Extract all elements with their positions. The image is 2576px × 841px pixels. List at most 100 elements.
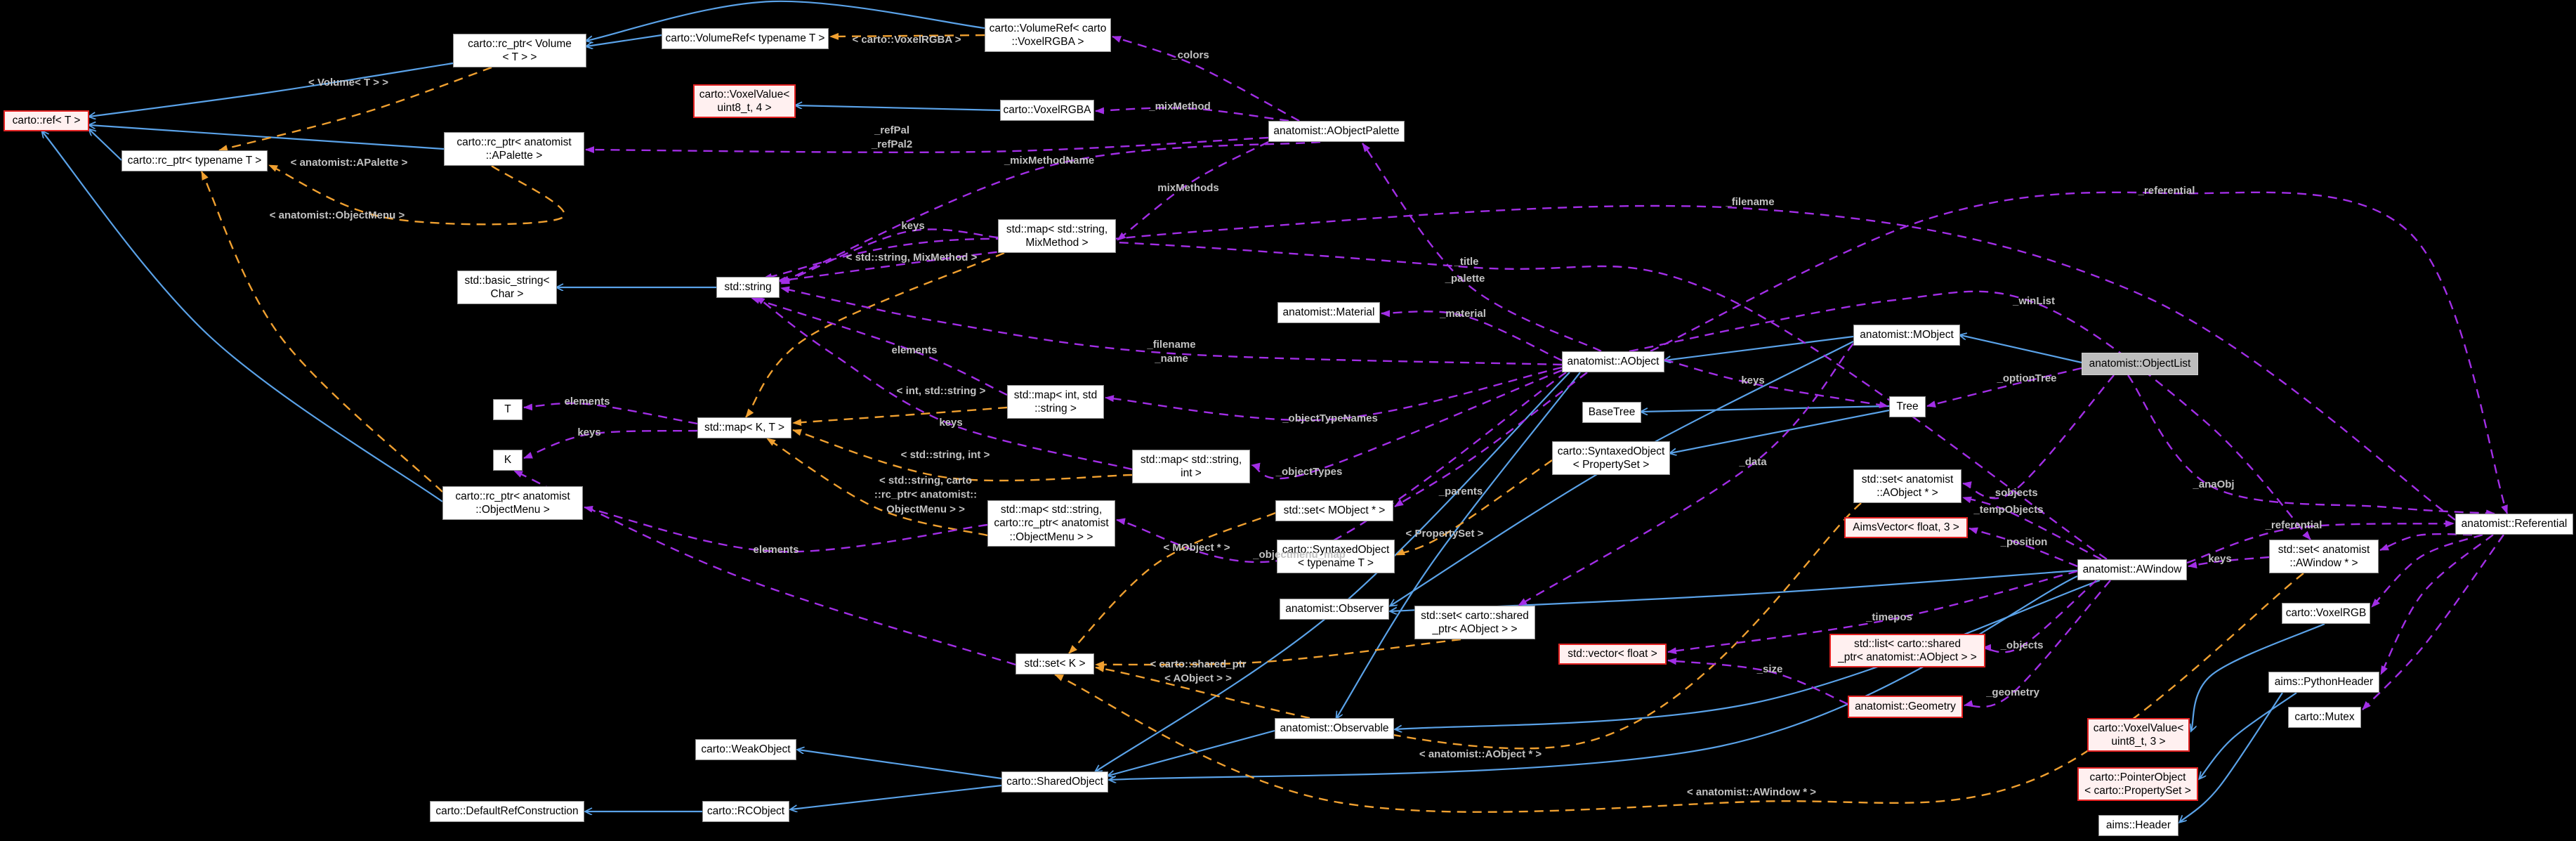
node-k-param[interactable]: K (493, 450, 523, 471)
edge-label: < anatomist::APalette > (290, 156, 408, 169)
node-observer[interactable]: anatomist::Observer (1280, 599, 1389, 620)
edge-label: _optionTree (1997, 372, 2057, 384)
edge-label: _anaObj (2193, 478, 2235, 490)
edge-objectlist-to-mobject (1960, 335, 2082, 364)
node-sharedobject[interactable]: carto::SharedObject (1001, 771, 1108, 793)
edge-label: < Volume< T > > (308, 76, 388, 89)
node-referential[interactable]: anatomist::Referential (2455, 514, 2573, 535)
node-map-kt[interactable]: std::map< K, T > (697, 417, 791, 438)
edge-label: < std::string, carto ::rc_ptr< anatomist… (874, 474, 978, 516)
edge-label: _parents (1438, 485, 1483, 497)
edge-awindow-timepos (1667, 570, 2078, 655)
node-objectlist[interactable]: anatomist::ObjectList (2082, 353, 2198, 375)
edge-aobject-name-string (780, 286, 1563, 366)
node-rcptr-volume[interactable]: carto::rc_ptr< Volume < T > > (453, 34, 586, 67)
edge-pythonheader-to-aimsheader (2180, 692, 2283, 822)
edge-label: _filename (1726, 195, 1775, 208)
node-basetree[interactable]: BaseTree (1582, 402, 1641, 423)
node-geometry[interactable]: anatomist::Geometry (1848, 696, 1963, 718)
node-map-string-int[interactable]: std::map< std::string, int > (1132, 450, 1250, 483)
edge-palette-mixmethods (1117, 141, 1269, 241)
node-voxelvalue-3[interactable]: carto::VoxelValue< uint8_t, 3 > (2087, 718, 2190, 752)
edge-rcapalette-to-rctypename (268, 164, 565, 226)
node-rcptr-typename[interactable]: carto::rc_ptr< typename T > (121, 150, 268, 171)
node-mobject[interactable]: anatomist::MObject (1853, 325, 1960, 346)
node-awindow[interactable]: anatomist::AWindow (2077, 559, 2187, 580)
node-aobject[interactable]: anatomist::AObject (1562, 351, 1664, 372)
node-tree[interactable]: Tree (1889, 396, 1926, 417)
node-aims-header[interactable]: aims::Header (2098, 815, 2179, 836)
edge-label: < anatomist::AObject * > (1419, 748, 1542, 760)
edge-aobject-objecttypes (1251, 369, 1563, 480)
edge-label: _palette (1445, 272, 1485, 285)
edge-awindow-to-sharedobject (1110, 575, 2078, 780)
edge-awindow-tempobjects (1962, 496, 2102, 561)
node-rcptr-apalette[interactable]: carto::rc_ptr< anatomist ::APalette > (444, 132, 584, 166)
node-mutex[interactable]: carto::Mutex (2288, 707, 2361, 728)
edge-referential-color (2371, 533, 2483, 608)
node-aobjectpalette[interactable]: anatomist::AObjectPalette (1268, 121, 1405, 142)
edge-label: keys (901, 219, 925, 232)
edge-setawindow-to-setk (1054, 573, 2304, 813)
node-set-aobject[interactable]: std::set< anatomist ::AObject * > (1853, 469, 1961, 503)
node-carto-ref[interactable]: carto::ref< T > (4, 110, 89, 131)
edge-awindow-position (1969, 527, 2078, 568)
edge-label: < MObject * > (1163, 541, 1230, 554)
node-rcobject[interactable]: carto::RCObject (702, 801, 789, 822)
edge-label: _geometry (1986, 686, 2039, 698)
node-observable[interactable]: anatomist::Observable (1275, 718, 1394, 739)
node-set-awindow[interactable]: std::set< anatomist ::AWindow * > (2269, 540, 2379, 573)
node-syntaxed-propset[interactable]: carto::SyntaxedObject < PropertySet > (1552, 441, 1670, 475)
edge-label: < anatomist::AWindow * > (1686, 785, 1817, 798)
node-list-sharedptr[interactable]: std::list< carto::shared _ptr< anatomist… (1829, 634, 1985, 667)
node-set-sharedptr[interactable]: std::set< carto::shared _ptr< AObject > … (1414, 606, 1535, 639)
node-defaultref[interactable]: carto::DefaultRefConstruction (430, 801, 584, 822)
edge-label: _tempObjects (1973, 503, 2044, 516)
node-syntaxed-t[interactable]: carto::SyntaxedObject < typename T > (1277, 540, 1395, 573)
edge-label: _data (1739, 455, 1767, 468)
node-map-mixmethod[interactable]: std::map< std::string, MixMethod > (998, 219, 1116, 253)
node-voxelrgb[interactable]: carto::VoxelRGB (2282, 603, 2370, 624)
edge-label: elements (891, 344, 938, 356)
edge-sharedobject-to-weakobject (798, 750, 1002, 780)
edge-setsharedptr-to-setk (1095, 638, 1461, 668)
node-set-mobject[interactable]: std::set< MObject * > (1275, 500, 1393, 521)
edge-aobject-to-observable (1336, 372, 1581, 718)
edge-referential-header (2379, 534, 2494, 675)
edge-label: _sobjects (1989, 486, 2038, 499)
node-voxelvalue-4[interactable]: carto::VoxelValue< uint8_t, 4 > (693, 84, 796, 118)
node-pythonheader[interactable]: aims::PythonHeader (2268, 672, 2379, 693)
node-aimsvector[interactable]: AimsVector< float, 3 > (1844, 517, 1968, 538)
node-volumeref-rgba[interactable]: carto::VolumeRef< carto ::VoxelRGBA > (985, 18, 1111, 52)
node-pointerobject[interactable]: carto::PointerObject < carto::PropertySe… (2077, 767, 2198, 801)
edge-mapintstring-to-mapkt (792, 406, 1008, 426)
edge-rcvolume-to-rctypename (218, 66, 492, 152)
node-weakobject[interactable]: carto::WeakObject (695, 739, 796, 760)
node-map-int-string[interactable]: std::map< int, std ::string > (1007, 385, 1104, 419)
edge-label: _refPal _refPal2 (871, 124, 913, 150)
edge-setawindow-keys-awindow (2188, 556, 2270, 568)
node-basic-string[interactable]: std::basic_string< Char > (457, 270, 557, 304)
edge-aobject-palette (1362, 143, 1602, 353)
edge-rcvolume-to-ref (89, 62, 454, 117)
node-std-string[interactable]: std::string (716, 277, 780, 298)
edge-voxelrgb-to-voxelvalue3 (2191, 622, 2325, 731)
node-material[interactable]: anatomist::Material (1277, 302, 1380, 323)
edge-rcobjectmenu-to-ref (42, 131, 443, 502)
node-rcptr-objectmenu[interactable]: carto::rc_ptr< anatomist ::ObjectMenu > (442, 486, 583, 520)
node-map-string-menu[interactable]: std::map< std::string, carto::rc_ptr< an… (987, 500, 1115, 547)
edge-voxelrgba-to-voxelvalue4 (796, 105, 1001, 112)
edge-label: < carto::shared_ptr < AObject > > (1150, 658, 1247, 684)
edge-referential-anawin (2379, 533, 2473, 552)
node-volumeref-t[interactable]: carto::VolumeRef< typename T > (662, 28, 829, 49)
node-t-param[interactable]: T (493, 399, 523, 420)
edge-observable-to-sharedobject (1108, 729, 1275, 776)
edge-mapmix-keys-string (780, 228, 999, 285)
node-voxelrgba[interactable]: carto::VoxelRGBA (1000, 100, 1094, 121)
node-set-k[interactable]: std::set< K > (1016, 653, 1094, 674)
edge-label: _winList (2012, 294, 2056, 307)
edge-sharedobject-to-rcobject (791, 784, 1002, 809)
edge-palette-mixmethod (1095, 107, 1289, 122)
node-vector-float[interactable]: std::vector< float > (1558, 644, 1667, 665)
edge-aobject-parents (1394, 372, 1588, 508)
